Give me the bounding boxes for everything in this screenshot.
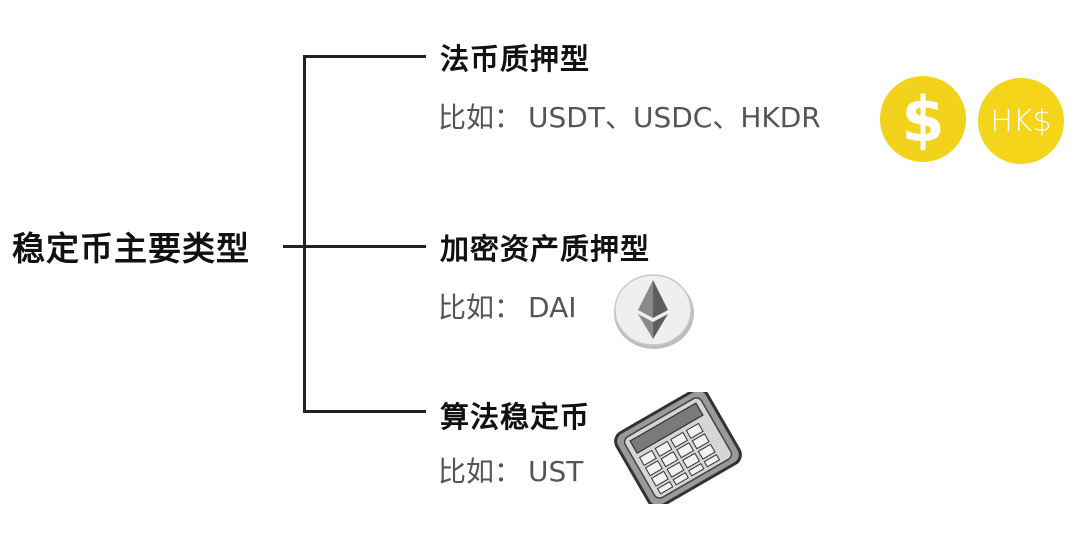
branch-connector-2 [303, 245, 426, 248]
branch-title-fiat: 法币质押型 [440, 42, 591, 76]
example-prefix: 比如： [438, 291, 523, 324]
root-connector [283, 245, 306, 248]
branch-example-fiat: 比如：USDT、USDC、HKDR [438, 96, 821, 136]
example-values: DAI [528, 291, 577, 324]
root-label: 稳定币主要类型 [12, 229, 250, 268]
hkd-symbol: HK$ [990, 103, 1052, 139]
branch-example-crypto: 比如：DAI [438, 286, 577, 326]
dollar-coin-icon: $ [880, 76, 966, 162]
branch-title-algorithmic: 算法稳定币 [440, 400, 591, 434]
example-values: UST [528, 455, 584, 488]
example-prefix: 比如： [438, 455, 523, 488]
dollar-symbol: $ [901, 82, 945, 156]
branch-example-algorithmic: 比如：UST [438, 450, 583, 490]
example-values: USDT、USDC、HKDR [528, 101, 821, 134]
calculator-icon [614, 392, 742, 504]
example-prefix: 比如： [438, 101, 523, 134]
branch-connector-3 [303, 410, 426, 413]
ethereum-icon [614, 274, 694, 349]
branch-connector-1 [303, 55, 426, 58]
branch-title-crypto: 加密资产质押型 [440, 232, 651, 266]
hkd-coin-icon: HK$ [978, 78, 1064, 164]
vertical-trunk [303, 55, 306, 413]
